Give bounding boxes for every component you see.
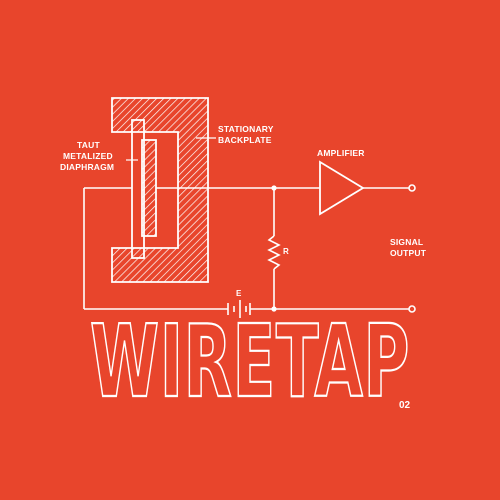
output-terminal [408, 184, 416, 192]
battery-label: E [236, 289, 242, 298]
amplifier-label: AMPLIFIER [317, 148, 365, 158]
issue-number: 02 [399, 400, 411, 411]
junction-dot [271, 185, 277, 191]
backplate [141, 139, 157, 237]
resistor-label: R [283, 247, 289, 256]
output-terminal [408, 305, 416, 313]
signal-output-label-1: SIGNAL [390, 237, 423, 247]
junction-dot [271, 306, 277, 312]
diaphragm-label-2: METALIZED [63, 151, 113, 161]
capsule-housing [111, 97, 209, 283]
backplate-label-1: STATIONARY [218, 124, 274, 134]
diaphragm-label-1: TAUT [77, 140, 100, 150]
circuit-wires [83, 187, 410, 318]
diaphragm-label-3: DIAPHRAGM [60, 162, 114, 172]
amplifier-symbol [319, 160, 365, 216]
wiretap-title: WIRETAP [90, 303, 410, 420]
signal-output-label-2: OUTPUT [390, 248, 427, 258]
backplate-label-2: BACKPLATE [218, 135, 272, 145]
